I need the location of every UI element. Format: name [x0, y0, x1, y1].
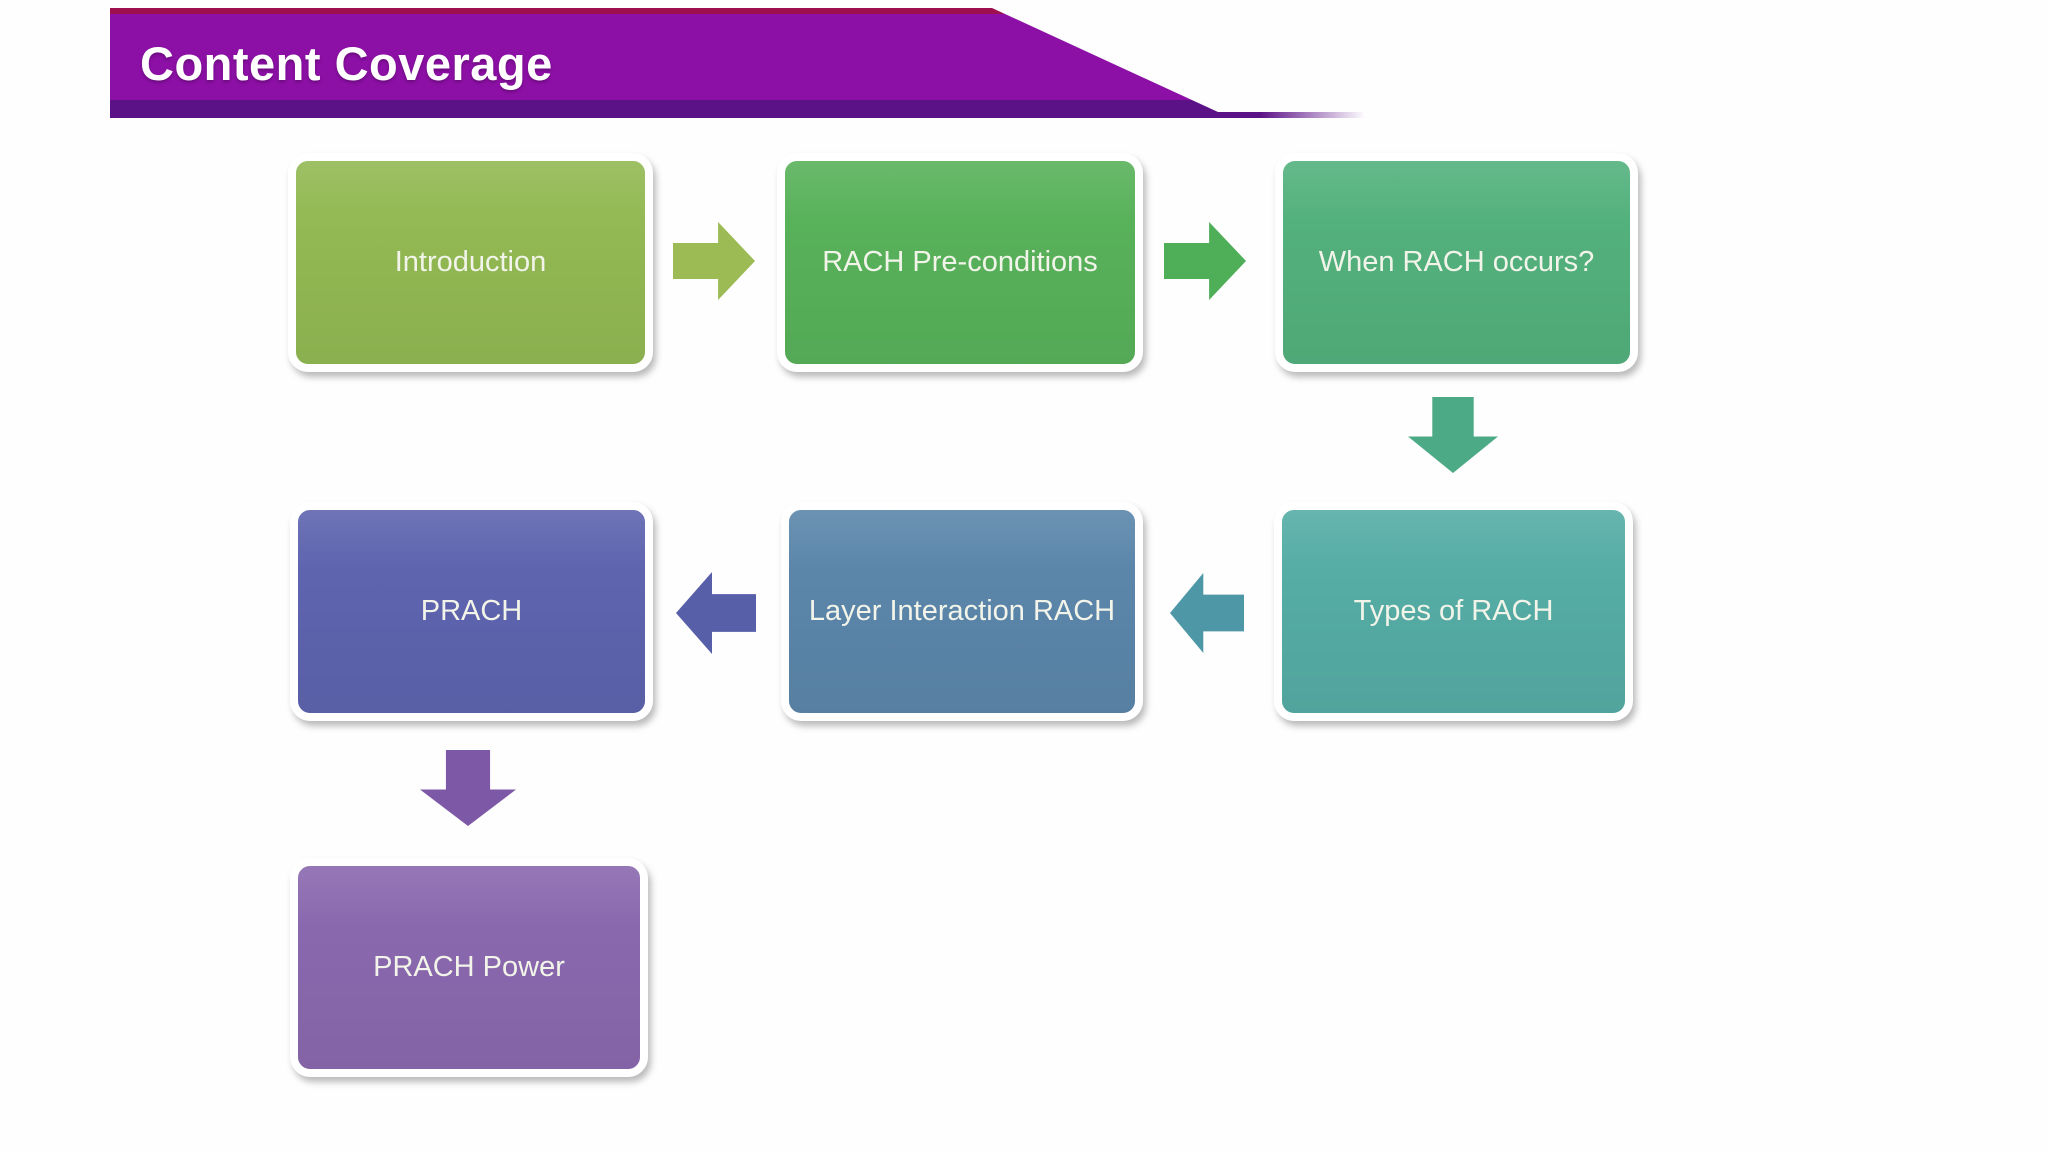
flow-box-rach-pre-conditions: RACH Pre-conditions: [777, 153, 1143, 372]
banner-top-line: [110, 8, 1364, 14]
flow-box-layer-interaction-rach: Layer Interaction RACH: [781, 502, 1143, 721]
arrow-left-icon: [676, 572, 756, 654]
banner-tail-fade: [1260, 100, 1364, 118]
flow-box-label: Introduction: [394, 246, 547, 278]
arrow-right-icon: [1164, 222, 1246, 300]
arrow-down-icon: [420, 750, 516, 826]
flow-box-label: RACH Pre-conditions: [822, 246, 1098, 278]
banner-bottom-strip: [110, 100, 1364, 118]
flow-box-when-rach-occurs: When RACH occurs?: [1275, 153, 1638, 372]
arrow-left-icon: [1170, 573, 1244, 653]
flow-box-label: When RACH occurs?: [1318, 246, 1595, 278]
arrow-down-icon: [1408, 397, 1498, 473]
flow-box-label: PRACH Power: [373, 951, 565, 983]
flow-box-prach-power: PRACH Power: [290, 858, 648, 1077]
arrow-right-icon: [673, 222, 755, 300]
flow-box-label: PRACH: [420, 595, 523, 627]
flow-box-label: Types of RACH: [1353, 595, 1554, 627]
flow-box-types-of-rach: Types of RACH: [1274, 502, 1633, 721]
flow-box-prach: PRACH: [290, 502, 653, 721]
flow-box-introduction: Introduction: [288, 153, 653, 372]
slide-title: Content Coverage: [140, 37, 553, 90]
flow-box-label: Layer Interaction RACH: [808, 595, 1116, 627]
